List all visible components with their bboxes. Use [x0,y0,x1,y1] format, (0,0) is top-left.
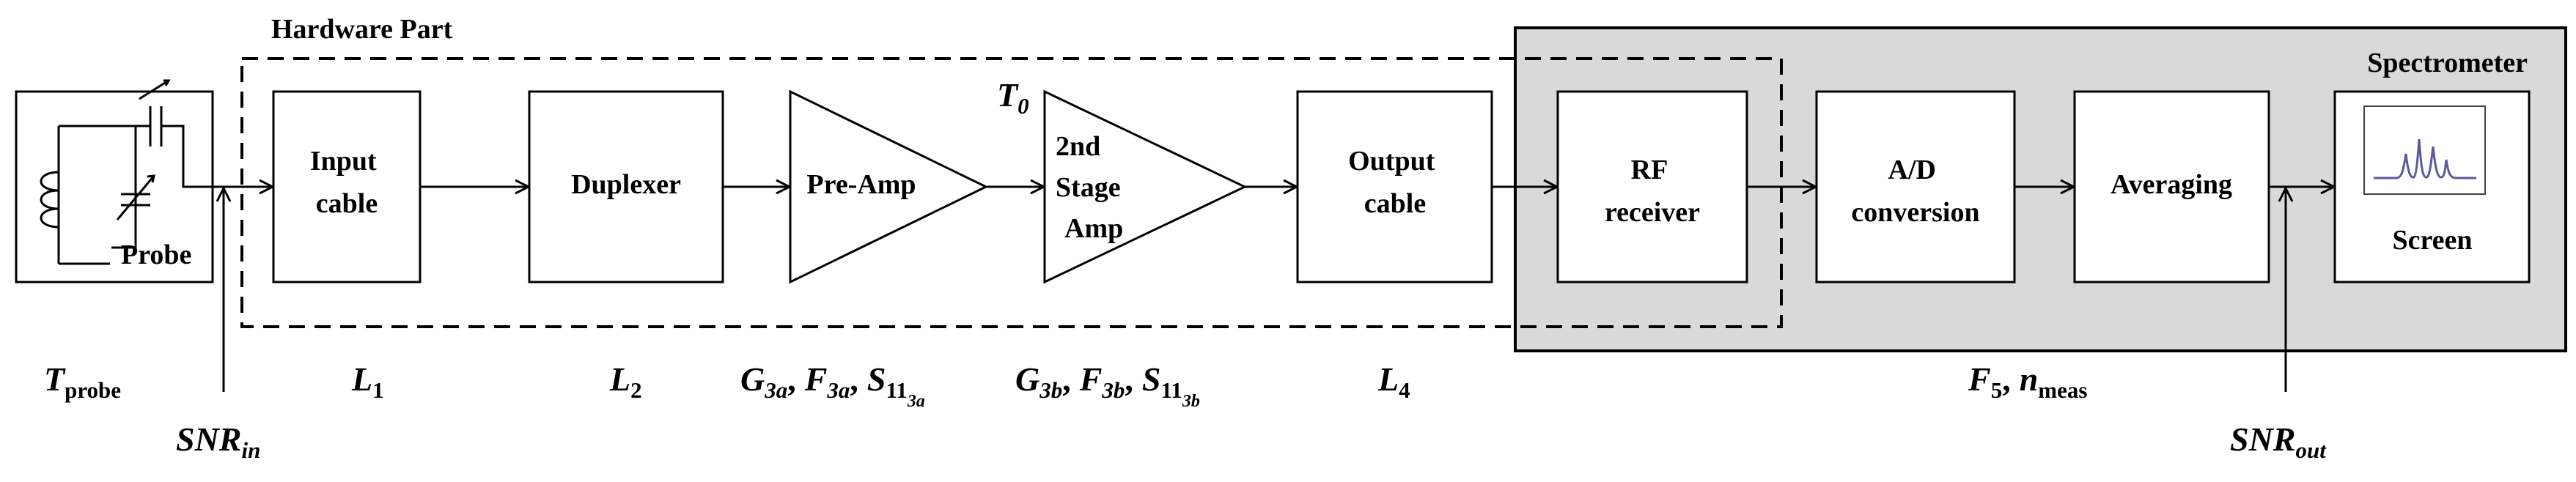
t0-label: T0 [997,76,1029,119]
output-cable-label: Output cable [1348,146,1442,219]
input-cable-box [272,90,422,283]
l2-label: L2 [609,360,642,403]
l4-label: L4 [1377,360,1410,403]
second-stage-params-label: G3b,F3b,S113b [1015,360,1200,411]
hardware-title: Hardware Part [271,14,453,45]
spectrometer-title: Spectrometer [2367,48,2528,78]
t-probe-label: Tprobe [44,360,121,403]
duplexer-label: Duplexer [571,169,681,200]
probe-box [15,90,214,283]
ad-conversion-label: A/D conversion [1851,155,1979,228]
screen-label: Screen [2392,225,2472,256]
f5-nmeas-label: F5,nmeas [1968,360,2087,403]
averaging-box [2073,90,2270,283]
input-cable-label: Input cable [310,146,383,219]
probe-circuit-icon [40,79,213,265]
l1-label: L1 [351,360,384,403]
averaging-label: Averaging [2111,169,2232,200]
pre-amp-params-label: G3a,F3a,S113a [740,360,925,411]
rf-receiver-box [1556,90,1748,283]
snr-in-label: SNRin [176,420,260,463]
output-cable-box [1296,90,1493,283]
ad-conversion-box [1815,90,2016,283]
probe-block: Probe [15,79,214,283]
second-stage-amp-label: 2nd Stage Amp [1056,131,1127,244]
pre-amp-label: Pre-Amp [806,169,916,200]
rf-receiver-label: RF receiver [1605,155,1700,228]
hardware-region [240,57,1783,328]
signal-arrows [213,187,2334,392]
spectrum-icon [2363,105,2486,195]
snr-out-label: SNRout [2230,420,2327,463]
probe-label: Probe [121,240,191,270]
